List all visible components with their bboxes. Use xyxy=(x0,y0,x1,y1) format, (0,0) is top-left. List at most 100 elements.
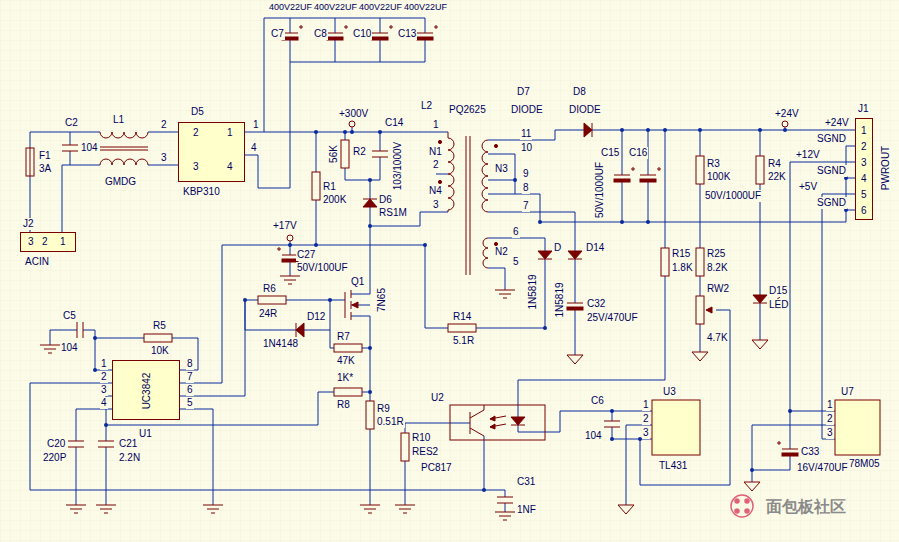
part-label: 200K xyxy=(322,194,347,206)
part-label: 400V22UF xyxy=(403,1,448,13)
part-label: 16V/470UF xyxy=(796,462,849,474)
part-label: 220P xyxy=(42,452,67,464)
ground-symbol xyxy=(744,482,760,491)
part-label: J2 xyxy=(22,218,35,230)
capacitor-symbol xyxy=(372,151,388,157)
schematic-graphic xyxy=(783,128,787,132)
part-label: 2 xyxy=(826,413,834,425)
capacitor-symbol xyxy=(327,25,348,40)
part-label: D xyxy=(553,242,562,254)
ground-symbol xyxy=(66,505,86,513)
component-box: 321 xyxy=(20,232,76,252)
component-text: 2 xyxy=(861,141,867,153)
schematic-graphic xyxy=(314,130,318,134)
part-label: 10 xyxy=(520,142,533,154)
part-label: L1 xyxy=(112,114,125,126)
component-text: 5 xyxy=(861,189,867,201)
part-label: 8 xyxy=(186,358,194,370)
part-label: 1 xyxy=(826,399,834,411)
part-label: N4 xyxy=(428,185,443,197)
part-label: 3 xyxy=(100,384,108,396)
capacitor-symbol xyxy=(77,322,83,338)
potentiometer-symbol xyxy=(696,296,704,324)
resistor-symbol xyxy=(312,172,320,200)
capacitor-symbol xyxy=(62,145,78,151)
part-label: R3 xyxy=(706,158,721,170)
part-label: RES2 xyxy=(411,446,439,458)
schematic-graphic xyxy=(610,437,614,441)
part-label: 2.2N xyxy=(118,452,141,464)
part-label: 3A xyxy=(38,163,52,175)
part-label: D7 xyxy=(516,86,531,98)
component-text: 3 xyxy=(193,161,199,173)
part-label: L2 xyxy=(420,100,433,112)
ground-symbol xyxy=(96,505,116,513)
part-label: 1N4148 xyxy=(262,338,299,350)
part-label: 50V/1000UF xyxy=(704,190,762,202)
part-label: D5 xyxy=(190,106,205,118)
part-label: +24V xyxy=(824,117,850,129)
watermark-icon xyxy=(731,495,753,517)
resistor-symbol xyxy=(661,248,669,276)
part-label: C13 xyxy=(397,28,417,40)
schematic-graphic xyxy=(350,130,354,134)
resistor-symbol xyxy=(258,296,286,304)
part-label: R14 xyxy=(452,311,472,323)
schematic-graphic xyxy=(288,243,292,247)
resistor-symbol xyxy=(756,156,764,184)
part-label: D6 xyxy=(378,194,393,206)
part-label: 1 xyxy=(252,119,260,131)
schematic-graphic xyxy=(620,128,624,132)
schematic-graphic xyxy=(646,220,650,224)
component-text: 4 xyxy=(861,173,867,185)
part-label: R9 xyxy=(376,403,391,415)
part-label: U1 xyxy=(138,428,153,440)
resistor-symbol xyxy=(144,334,172,342)
part-label: 1 xyxy=(432,119,440,131)
part-label: C27 xyxy=(296,249,316,261)
schematic-graphic xyxy=(698,128,702,132)
component-text: 3 xyxy=(28,236,34,248)
component-box: UC3842 xyxy=(112,360,180,420)
part-label: C20 xyxy=(46,438,66,450)
part-label: C32 xyxy=(586,298,606,310)
resistor-symbol xyxy=(696,156,704,184)
part-label: C5 xyxy=(62,310,77,322)
schematic-graphic xyxy=(663,128,667,132)
fuse-symbol xyxy=(26,148,34,176)
diode-symbol xyxy=(296,323,304,337)
schematic-graphic xyxy=(610,409,614,413)
diode-symbol xyxy=(568,251,582,259)
part-label: 3 xyxy=(432,199,440,211)
capacitor-symbol xyxy=(98,441,114,447)
part-label: 8.2K xyxy=(706,262,729,274)
schematic-graphic xyxy=(368,390,372,394)
ground-symbol xyxy=(752,340,768,349)
schematic-graphic xyxy=(423,243,427,247)
part-label: +17V xyxy=(272,220,298,232)
ground-symbol xyxy=(692,352,708,361)
part-label: 3 xyxy=(826,427,834,439)
diode-symbol xyxy=(584,123,592,137)
part-label: C15 xyxy=(600,147,620,159)
part-label: R25 xyxy=(706,248,726,260)
part-label: R1 xyxy=(322,181,337,193)
part-label: SGND xyxy=(816,133,847,145)
part-label: C16 xyxy=(628,147,648,159)
capacitor-symbol xyxy=(372,25,393,40)
part-label: 2 xyxy=(160,119,168,131)
part-label: 104 xyxy=(60,342,79,354)
part-label: PC817 xyxy=(420,462,453,474)
capacitor-symbol xyxy=(777,441,798,456)
schematic-graphic xyxy=(368,224,372,228)
schematic-graphic xyxy=(735,509,739,513)
schematic-graphic xyxy=(543,326,547,330)
part-label: LED xyxy=(768,299,789,311)
part-label: C14 xyxy=(384,117,404,129)
schematic-graphic xyxy=(758,128,762,132)
component-text: UC3842 xyxy=(141,373,153,410)
transformer-symbol xyxy=(448,132,488,275)
part-label: 7 xyxy=(186,371,194,383)
schematic-graphic xyxy=(93,368,97,372)
